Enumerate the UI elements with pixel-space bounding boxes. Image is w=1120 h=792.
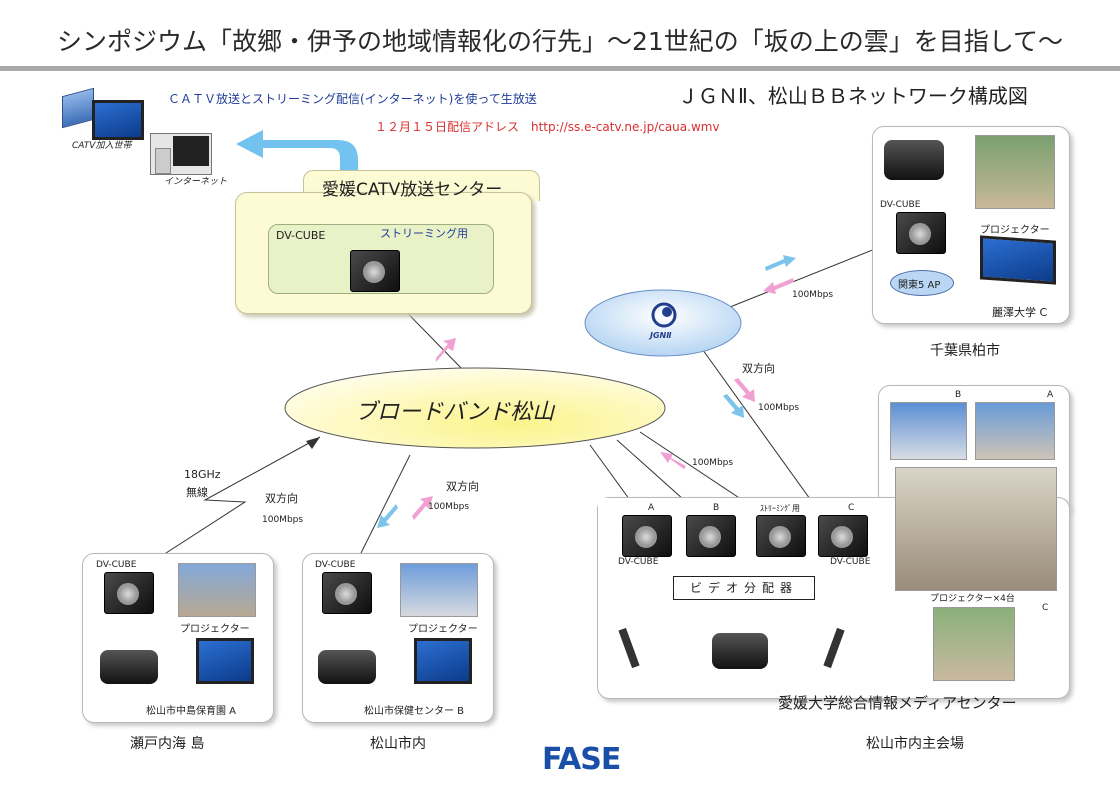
ehime-photo-a-label: A [1047, 390, 1054, 400]
ehime-city-label: 松山市内主会場 [866, 736, 964, 752]
dv-cube-icon [322, 572, 372, 614]
dv-cube-icon [756, 515, 806, 557]
bb-label: ブロードバンド松山 [355, 400, 555, 425]
line-wireless [131, 436, 321, 576]
ehime-site-label: 愛媛大学総合情報メディアセンター [778, 694, 1017, 712]
title-divider [0, 66, 1120, 71]
hoken-cube-label: DV-CUBE [315, 560, 356, 570]
pc-icon [150, 133, 212, 175]
kashiwa-projector-label: プロジェクター [980, 225, 1050, 236]
video-splitter: ビデオ分配器 [673, 576, 815, 600]
nakajima-site-label: 松山市中島保育園 A [146, 706, 237, 717]
ehime-cube-name-right: DV-CUBE [830, 557, 871, 567]
nakajima-cube-label: DV-CUBE [96, 560, 137, 570]
kashiwa-photo [975, 135, 1055, 209]
ehime-building-c-photo [933, 607, 1015, 681]
jgn-bb-speed: 100Mbps [758, 403, 800, 413]
hoken-city-label: 松山市内 [370, 736, 426, 752]
fase-logo: FASE [542, 742, 621, 777]
nakajima-projector-label: プロジェクター [180, 624, 250, 635]
wireless-arrowhead [306, 437, 320, 449]
ehime-photo-b-label: B [955, 390, 962, 400]
tv-screen-icon [92, 100, 144, 140]
hoken-site-label: 松山市保健センター B [364, 706, 465, 717]
page-title: シンポジウム「故郷・伊予の地域情報化の行先」～21世紀の「坂の上の雲」を目指して… [56, 27, 1064, 56]
ehime-cube-a-label: A [648, 503, 655, 513]
kashiwa-city-label: 千葉県柏市 [930, 343, 1000, 359]
kashiwa-ap-ellipse [890, 270, 954, 296]
wireless-freq: 18GHz [184, 468, 221, 481]
ehime-projector-label: プロジェクター×4台 [930, 594, 1015, 604]
line-jgn-ehime [699, 345, 829, 525]
nakajima-photo [178, 563, 256, 617]
monitor-icon [414, 638, 472, 684]
wireless-speed: 100Mbps [262, 515, 304, 525]
catv-cube-label: DV-CUBE [276, 229, 326, 242]
dv-cube-icon [896, 212, 946, 254]
hoken-speed: 100Mbps [428, 502, 470, 512]
monitor-icon [196, 638, 254, 684]
jgn-logo-icon [651, 302, 677, 328]
bb-ellipse [284, 367, 666, 449]
ehime-building-a-photo [975, 402, 1055, 460]
ehime-cube-streaming-label: ｽﾄﾘｰﾐﾝｸﾞ用 [760, 504, 800, 513]
hoken-projector-label: プロジェクター [408, 624, 478, 635]
video-camera-icon [712, 633, 768, 669]
projector-screen-icon [980, 235, 1056, 285]
address-note: １２月１５日配信アドレス http://ss.e-catv.ne.jp/caua… [375, 120, 720, 134]
ehime-cube-c-label: C [848, 503, 855, 513]
nakajima-city-label: 瀬戸内海 島 [130, 736, 205, 752]
kashiwa-ap-label: 関東5 AP [898, 280, 941, 291]
catv-center-title: 愛媛CATV放送センター [322, 180, 503, 200]
video-camera-icon [318, 650, 376, 684]
broadcast-arrow [236, 130, 358, 188]
hoken-bidir: 双方向 [446, 480, 479, 493]
jgn-ellipse [584, 289, 742, 357]
catv-household-label: CATV加入世帯 [72, 141, 132, 151]
ehime-cube-name-left: DV-CUBE [618, 557, 659, 567]
jgn-label: JGNⅡ [650, 331, 672, 340]
direction-arrows [377, 255, 796, 528]
video-camera-icon [100, 650, 158, 684]
hoken-photo [400, 563, 478, 617]
dv-cube-icon [818, 515, 868, 557]
wireless-label: 無線 [186, 486, 208, 499]
bb-ehime-speed: 100Mbps [692, 458, 734, 468]
kashiwa-cube-label: DV-CUBE [880, 200, 921, 210]
kashiwa-site-label: 麗澤大学 C [992, 306, 1048, 319]
wireless-bidir: 双方向 [265, 492, 298, 505]
catv-streaming-label: ストリーミング用 [380, 227, 468, 240]
video-camera-icon [884, 140, 944, 180]
jgn-kashiwa-speed: 100Mbps [792, 290, 834, 300]
dv-cube-icon [350, 250, 400, 292]
ehime-hall-photo [895, 467, 1057, 591]
jgn-bidir: 双方向 [742, 362, 775, 375]
internet-label: インターネット [164, 177, 228, 187]
broadcast-note: ＣＡＴＶ放送とストリーミング配信(インターネット)を使って生放送 [168, 92, 537, 106]
dv-cube-icon [104, 572, 154, 614]
dv-cube-icon [686, 515, 736, 557]
dv-cube-icon [622, 515, 672, 557]
diagram-title: ＪＧＮⅡ、松山ＢＢネットワーク構成図 [678, 84, 1028, 108]
ehime-cube-b-label: B [713, 503, 720, 513]
ehime-building-b-photo [890, 402, 967, 460]
ehime-photo-c-label: C [1042, 603, 1049, 613]
